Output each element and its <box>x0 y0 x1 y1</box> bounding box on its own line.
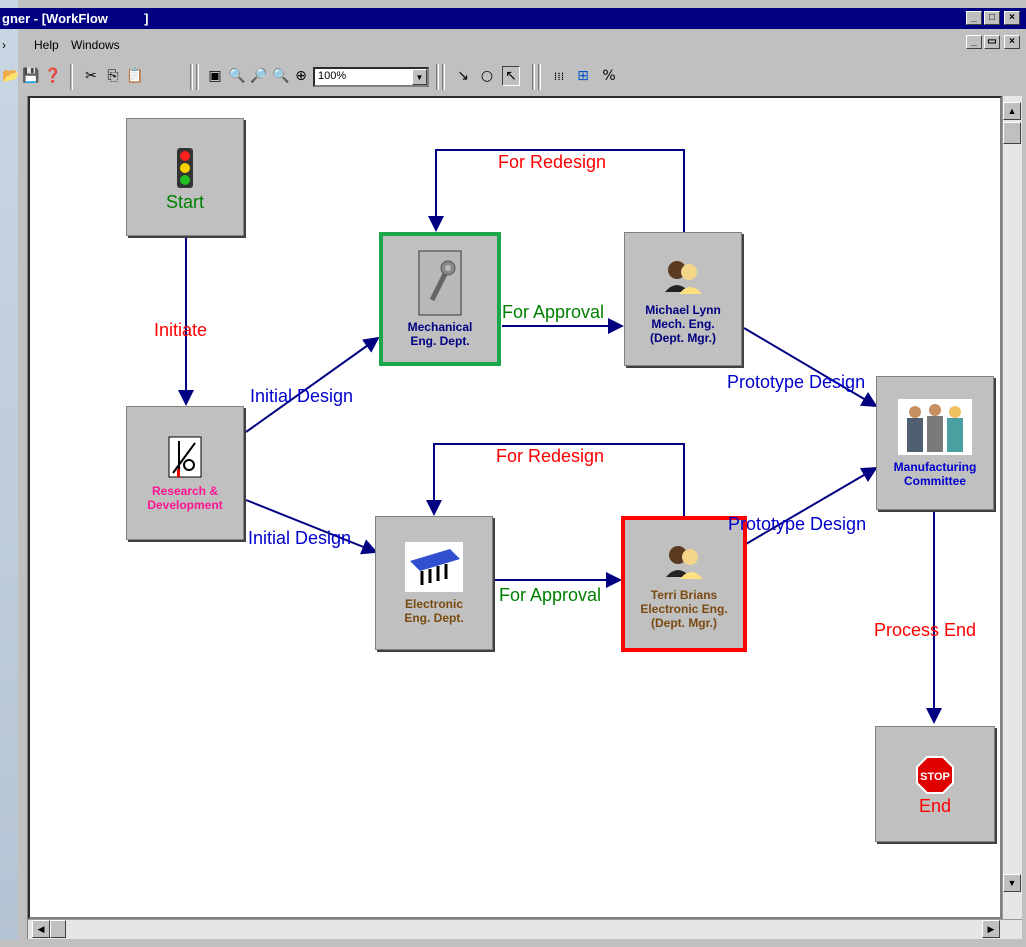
menu-edge: › <box>2 38 6 52</box>
close-button[interactable]: × <box>1004 11 1020 25</box>
edge-prototype-design-2 <box>745 466 878 545</box>
node-label: Mechanical Eng. Dept. <box>407 320 473 348</box>
edge-label-for-approval-1: For Approval <box>502 302 605 322</box>
snap-icon[interactable]: ⊞ <box>577 68 589 84</box>
help-icon[interactable]: ❓ <box>44 68 62 84</box>
edge-label-for-redesign-1: For Redesign <box>498 152 607 172</box>
stop-sign-text: STOP <box>920 771 950 783</box>
paste-icon[interactable]: 📋 <box>126 68 144 84</box>
edge-layer <box>178 149 942 724</box>
edge-label-initial-design-2: Initial Design <box>248 528 352 548</box>
node-label: Electronic Eng. Dept. <box>404 597 464 625</box>
chevron-down-icon[interactable]: ▼ <box>412 69 427 85</box>
zoom-value: 100% <box>318 70 347 82</box>
maximize-button[interactable]: □ <box>984 11 1000 25</box>
copy-icon[interactable]: ⎘ <box>107 68 119 84</box>
line-tool-icon[interactable]: ↘ <box>457 68 469 84</box>
edge-initial-design-2 <box>245 499 378 555</box>
zoom-in-icon[interactable]: 🔍 <box>272 68 290 84</box>
toolbar-separator <box>196 64 199 90</box>
handshake-people-icon <box>897 398 973 456</box>
zoom-in-2-icon[interactable]: ⊕ <box>295 68 307 84</box>
toolbar-separator <box>538 64 541 90</box>
open-icon[interactable]: 📂 <box>2 68 20 84</box>
edge-for-redesign-1 <box>428 149 685 232</box>
doc-close-button[interactable]: × <box>1004 35 1020 49</box>
save-icon[interactable]: 💾 <box>22 68 40 84</box>
menu-help[interactable]: Help <box>34 38 59 52</box>
menu-windows[interactable]: Windows <box>71 38 120 52</box>
traffic-light-icon <box>162 145 208 191</box>
node-label: Start <box>165 192 204 212</box>
edge-label-prototype-design-2: Prototype Design <box>728 514 867 534</box>
toolbar-separator <box>532 64 535 90</box>
edge-for-redesign-2 <box>426 443 685 518</box>
node-label: Michael Lynn Mech. Eng. (Dept. Mgr.) <box>645 303 721 345</box>
toolbar-separator <box>190 64 193 90</box>
status-bar <box>0 940 1026 947</box>
horizontal-scrollbar[interactable]: ◀ ▶ <box>28 919 1022 939</box>
cut-icon[interactable]: ✂ <box>85 68 97 84</box>
node-michael-lynn[interactable]: Michael Lynn Mech. Eng. (Dept. Mgr.) <box>624 232 742 366</box>
title-bar[interactable]: gner - [WorkFlow ] _ □ × <box>0 8 1026 29</box>
zoom-out-icon[interactable]: 🔎 <box>250 68 268 84</box>
edge-label-process-end: Process End <box>874 620 977 640</box>
doc-minimize-button[interactable]: _ <box>966 35 982 49</box>
node-research-development[interactable]: Research & Development <box>126 406 244 540</box>
edge-label-initiate: Initiate <box>154 320 208 340</box>
desktop-background <box>0 0 18 947</box>
drafting-tools-icon <box>162 434 208 480</box>
scroll-down-button[interactable]: ▼ <box>1003 874 1021 892</box>
minimize-button[interactable]: _ <box>966 11 982 25</box>
edge-label-for-redesign-2: For Redesign <box>496 446 605 466</box>
menu-bar: › Help Windows _ ▭ × <box>0 33 1026 57</box>
left-panel-edge <box>18 96 28 939</box>
node-label: Research & Development <box>147 484 223 512</box>
grid-icon[interactable]: ⁞⁞⁞ <box>553 69 565 83</box>
node-label: End <box>918 796 952 816</box>
horizontal-scroll-thumb[interactable] <box>50 920 66 938</box>
window-title: gner - [WorkFlow ] <box>2 11 149 26</box>
percent-icon[interactable]: % <box>602 68 616 84</box>
node-terri-brians[interactable]: Terri Brians Electronic Eng. (Dept. Mgr.… <box>621 516 747 652</box>
node-label: Terri Brians Electronic Eng. (Dept. Mgr.… <box>640 588 728 630</box>
edge-label-prototype-design-1: Prototype Design <box>727 372 866 392</box>
toolbar-separator <box>436 64 439 90</box>
fit-page-icon[interactable]: ▣ <box>208 68 222 84</box>
toolbar-separator <box>70 64 73 90</box>
toolbar-separator <box>442 64 445 90</box>
edge-initial-design-1 <box>245 336 380 433</box>
circuit-chip-icon <box>404 541 464 593</box>
zoom-select[interactable]: 100% ▼ <box>313 67 429 87</box>
node-start[interactable]: Start <box>126 118 244 236</box>
node-end[interactable]: STOP End <box>875 726 995 842</box>
node-mechanical-eng-dept[interactable]: Mechanical Eng. Dept. <box>379 232 501 366</box>
edge-label-for-approval-2: For Approval <box>499 585 602 605</box>
zoom-100-icon[interactable]: 🔍 <box>228 68 246 84</box>
stop-sign-icon: STOP <box>915 755 955 795</box>
scroll-up-button[interactable]: ▲ <box>1003 102 1021 120</box>
scroll-right-button[interactable]: ▶ <box>982 920 1000 938</box>
edge-prototype-design-1 <box>743 327 878 408</box>
node-electronic-eng-dept[interactable]: Electronic Eng. Dept. <box>375 516 493 650</box>
wrench-icon <box>418 250 462 316</box>
pointer-icon[interactable]: ↖ <box>502 66 520 86</box>
people-icon <box>661 538 707 584</box>
workflow-canvas[interactable]: Start Research & Development Mechanical … <box>28 96 1002 919</box>
node-manufacturing-committee[interactable]: Manufacturing Committee <box>876 376 994 510</box>
people-icon <box>660 253 706 299</box>
ellipse-tool-icon[interactable]: ○ <box>480 68 494 84</box>
scroll-left-button[interactable]: ◀ <box>32 920 50 938</box>
node-label: Manufacturing Committee <box>893 460 977 488</box>
vertical-scrollbar[interactable]: ▲ ▼ <box>1002 96 1022 919</box>
vertical-scroll-thumb[interactable] <box>1003 122 1021 144</box>
doc-restore-button[interactable]: ▭ <box>984 35 1000 49</box>
edge-label-initial-design-1: Initial Design <box>250 386 354 406</box>
